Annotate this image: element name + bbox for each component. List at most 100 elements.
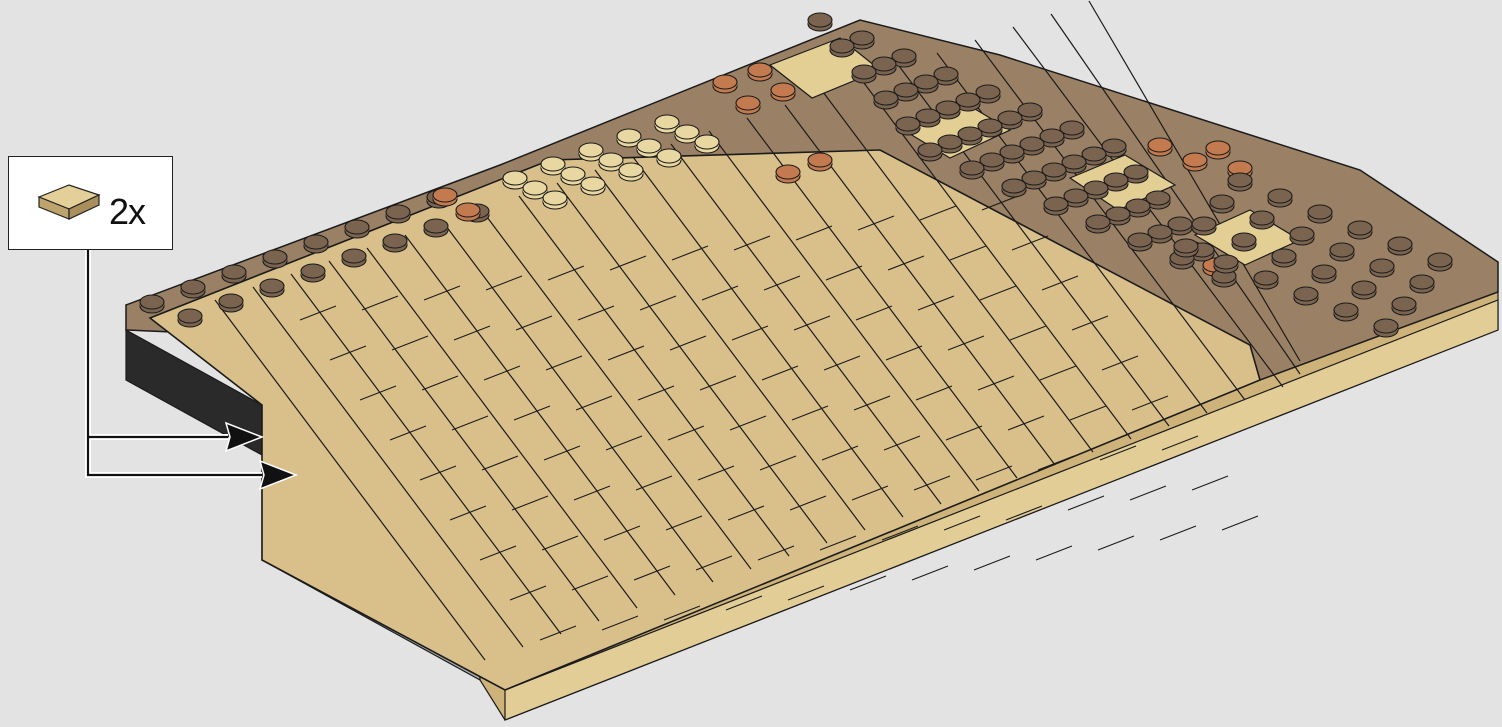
stud-nougat-top: [771, 83, 795, 97]
stud-top: [181, 280, 205, 294]
stud-light-top: [523, 181, 547, 195]
stud-top: [1060, 121, 1084, 135]
stud-light-top: [543, 191, 567, 205]
stud-top: [1002, 179, 1026, 193]
stud-top: [1148, 225, 1172, 239]
stud-light-top: [655, 115, 679, 129]
stud-top: [424, 219, 448, 233]
stud-top: [1042, 163, 1066, 177]
stud-top: [934, 67, 958, 81]
stud-nougat-top: [748, 63, 772, 77]
stud-top: [1020, 137, 1044, 151]
stud-top: [1348, 221, 1372, 235]
stud-top: [896, 117, 920, 131]
stud-top: [1374, 319, 1398, 333]
stud-top: [383, 234, 407, 248]
stud-top: [1232, 233, 1256, 247]
stud-top: [1174, 239, 1198, 253]
stud-nougat-top: [713, 75, 737, 89]
stud-top: [1124, 165, 1148, 179]
stud-top: [1254, 271, 1278, 285]
stud-top: [916, 109, 940, 123]
tile-seam: [912, 566, 948, 580]
stud-top: [998, 111, 1022, 125]
stud-top: [219, 294, 243, 308]
stud-nougat-top: [808, 153, 832, 167]
stud-top: [1192, 217, 1216, 231]
tile-seam: [1192, 476, 1228, 490]
stud-nougat-top: [1206, 141, 1230, 155]
stud-top: [1272, 249, 1296, 263]
stud-light-top: [599, 153, 623, 167]
stud-top: [894, 83, 918, 97]
tile-seam: [1130, 486, 1166, 500]
stud-top: [1086, 215, 1110, 229]
stud-top: [1290, 227, 1314, 241]
stud-top: [1228, 173, 1252, 187]
tile-seam: [1222, 516, 1258, 530]
stud-top: [140, 295, 164, 309]
stud-top: [918, 143, 942, 157]
stud-top: [345, 220, 369, 234]
stud-nougat-top: [776, 165, 800, 179]
stud-light-top: [581, 177, 605, 191]
stud-top: [1044, 197, 1068, 211]
stud-top: [958, 127, 982, 141]
stud-top: [830, 39, 854, 53]
stud-top: [1370, 259, 1394, 273]
stud-top: [938, 135, 962, 149]
stud-top: [874, 91, 898, 105]
stud-top: [1104, 173, 1128, 187]
stud-nougat-top: [456, 203, 480, 217]
stud-light-top: [617, 129, 641, 143]
stud-light-top: [561, 167, 585, 181]
stud-top: [1294, 287, 1318, 301]
tile-seam: [1098, 536, 1134, 550]
stud-top: [1410, 275, 1434, 289]
stud-top: [1018, 103, 1042, 117]
stud-top: [260, 279, 284, 293]
stud-top: [1168, 217, 1192, 231]
stud-top: [1428, 253, 1452, 267]
stud-top: [1312, 265, 1336, 279]
tile-seam: [1036, 546, 1072, 560]
stud-top: [808, 13, 832, 27]
stud-top: [1214, 255, 1238, 269]
stud-top: [304, 235, 328, 249]
stud-light-top: [637, 139, 661, 153]
stud-top: [1210, 195, 1234, 209]
stud-top: [1392, 297, 1416, 311]
stud-top: [850, 31, 874, 45]
stud-top: [342, 249, 366, 263]
parts-callout: 2x: [8, 156, 173, 250]
stud-top: [1040, 129, 1064, 143]
stud-light-top: [503, 171, 527, 185]
stud-top: [1062, 155, 1086, 169]
stud-top: [1250, 211, 1274, 225]
stud-nougat-top: [1148, 138, 1172, 152]
stud-top: [1064, 189, 1088, 203]
stud-top: [914, 75, 938, 89]
stud-top: [1146, 191, 1170, 205]
stud-top: [1268, 189, 1292, 203]
stud-top: [222, 265, 246, 279]
stud-top: [1084, 181, 1108, 195]
stud-nougat-top: [1183, 153, 1207, 167]
stud-top: [852, 65, 876, 79]
stud-light-top: [695, 135, 719, 149]
baseplate-model: [126, 1, 1498, 720]
stud-light-top: [541, 157, 565, 171]
stud-top: [1128, 233, 1152, 247]
stud-top: [960, 161, 984, 175]
quantity-label: 2x: [109, 191, 145, 233]
stud-nougat-top: [433, 188, 457, 202]
tile-seam: [974, 556, 1010, 570]
stud-light-top: [579, 143, 603, 157]
stud-top: [976, 85, 1000, 99]
stud-top: [1106, 207, 1130, 221]
stud-top: [1388, 237, 1412, 251]
stud-top: [263, 250, 287, 264]
stud-top: [301, 264, 325, 278]
